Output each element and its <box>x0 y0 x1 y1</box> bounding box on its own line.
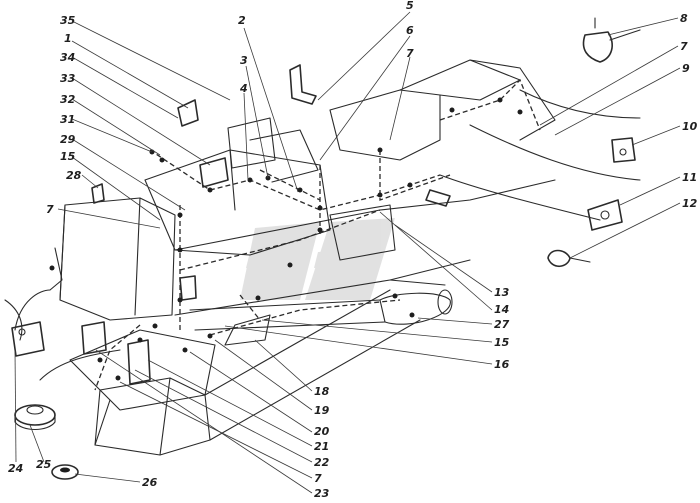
callout-labels: 35 1 34 33 32 31 29 15 28 7 2 3 4 5 6 7 … <box>8 0 698 500</box>
grommet-part-25 <box>14 404 56 426</box>
callout-15b: 15 <box>494 336 510 349</box>
grommet-part-26 <box>51 464 79 480</box>
plate-part-24 <box>11 321 45 357</box>
callout-7a: 7 <box>46 203 54 216</box>
callout-28: 28 <box>66 169 82 182</box>
callout-21: 21 <box>314 440 329 453</box>
callout-22: 22 <box>314 456 330 469</box>
callout-13: 13 <box>494 286 510 299</box>
callout-7c: 7 <box>680 40 688 53</box>
bracket-part-1 <box>177 99 199 127</box>
components <box>11 17 641 480</box>
callout-34: 34 <box>60 51 75 64</box>
callout-19: 19 <box>314 404 330 417</box>
watermark-logo <box>240 218 395 300</box>
callout-1: 1 <box>64 32 72 45</box>
callout-27: 27 <box>494 318 510 331</box>
callout-25: 25 <box>36 458 52 471</box>
callout-32: 32 <box>60 93 76 106</box>
bracket-part-11 <box>587 199 623 231</box>
callout-16: 16 <box>494 358 510 371</box>
callout-7d: 7 <box>314 472 322 485</box>
callout-33: 33 <box>60 72 76 85</box>
bracket-part-10 <box>611 137 636 163</box>
callout-24: 24 <box>8 462 23 475</box>
callout-4: 4 <box>239 82 248 95</box>
callout-10: 10 <box>682 120 698 133</box>
lamp-part <box>582 31 613 63</box>
callout-6: 6 <box>406 24 414 37</box>
callout-7b: 7 <box>406 47 414 60</box>
callout-2: 2 <box>238 14 246 27</box>
callout-26: 26 <box>142 476 158 489</box>
wiring-harness <box>94 78 541 391</box>
callout-3: 3 <box>240 54 248 67</box>
callout-14: 14 <box>494 303 509 316</box>
callout-29: 29 <box>60 133 76 146</box>
callout-20: 20 <box>314 425 330 438</box>
callout-31: 31 <box>60 113 75 126</box>
callout-5: 5 <box>406 0 414 12</box>
leader-lines <box>14 11 681 494</box>
connector-part-12 <box>547 249 571 268</box>
callout-18: 18 <box>314 385 330 398</box>
clip-part-5 <box>289 64 317 105</box>
callout-23: 23 <box>314 487 330 500</box>
callout-9: 9 <box>682 62 690 75</box>
callout-12: 12 <box>682 197 698 210</box>
callout-8: 8 <box>680 12 688 25</box>
callout-35: 35 <box>60 14 76 27</box>
callout-15a: 15 <box>60 150 76 163</box>
callout-11: 11 <box>682 171 697 184</box>
